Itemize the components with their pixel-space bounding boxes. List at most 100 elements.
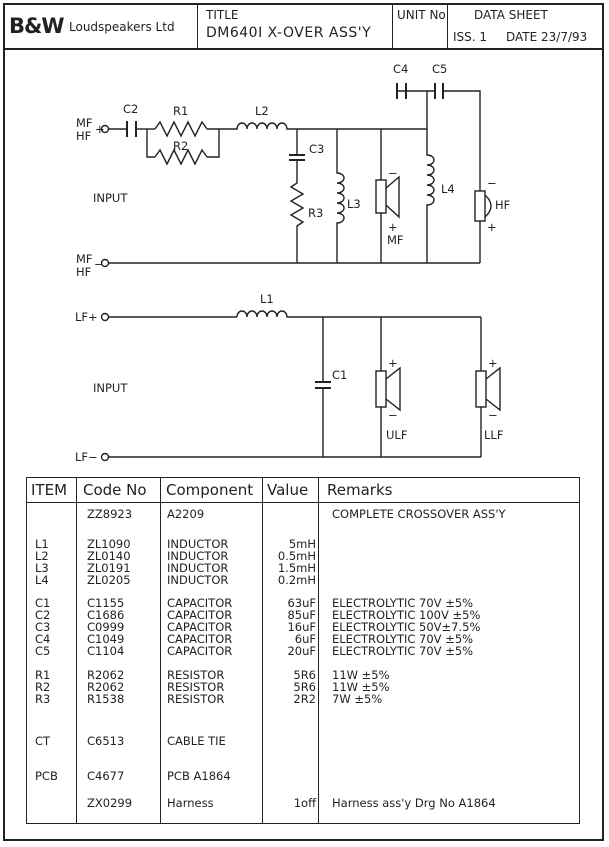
ulf-driver-cone bbox=[385, 366, 401, 412]
resistor-r3 bbox=[289, 160, 305, 263]
table-cell-value: 5mH bbox=[288, 537, 316, 551]
capacitor-c1 bbox=[315, 381, 331, 389]
table-cell-component: INDUCTOR bbox=[167, 537, 229, 551]
table-cell-code: ZZ8923 bbox=[87, 507, 133, 521]
inductor-l4 bbox=[426, 129, 435, 263]
unit-cell: UNIT No bbox=[393, 5, 448, 48]
table-cell-code: C1104 bbox=[87, 644, 125, 658]
resistor-r1 bbox=[154, 120, 208, 138]
table-cell-item: C1 bbox=[35, 596, 51, 610]
label-minus-input: − bbox=[94, 257, 104, 271]
title-block: B&W Loudspeakers Ltd TITLE DM640I X-OVER… bbox=[5, 5, 602, 50]
table-cell-code: C0999 bbox=[87, 620, 125, 634]
label-mf-minus: − bbox=[388, 166, 398, 180]
label-c5: C5 bbox=[432, 62, 447, 76]
capacitor-c4 bbox=[396, 83, 407, 99]
table-cell-item: C2 bbox=[35, 608, 51, 622]
capacitor-c3 bbox=[289, 154, 305, 161]
label-input-lf: INPUT bbox=[93, 381, 128, 395]
table-cell-component: RESISTOR bbox=[167, 680, 225, 694]
label-c4: C4 bbox=[393, 62, 408, 76]
label-c1: C1 bbox=[332, 368, 347, 382]
header-code: Code No bbox=[83, 481, 147, 499]
table-cell-code: ZL1090 bbox=[87, 537, 131, 551]
ulf-driver-magnet bbox=[375, 370, 387, 408]
header-component: Component bbox=[166, 481, 254, 499]
table-cell-code: R1538 bbox=[87, 692, 125, 706]
issue-number: ISS. 1 bbox=[453, 30, 488, 44]
mf-driver-cone bbox=[385, 175, 400, 219]
table-cell-item: R1 bbox=[35, 668, 51, 682]
label-ulf-driver: ULF bbox=[386, 428, 407, 442]
table-cell-remarks: 7W ±5% bbox=[332, 692, 383, 706]
table-cell-item: R2 bbox=[35, 680, 51, 694]
brand-name: Loudspeakers Ltd bbox=[69, 20, 175, 34]
table-cell-component: CAPACITOR bbox=[167, 608, 233, 622]
inductor-l2 bbox=[233, 122, 293, 130]
table-cell-value: 16uF bbox=[287, 620, 316, 634]
brand-logo: B&W bbox=[9, 14, 64, 38]
table-cell-item: L2 bbox=[35, 549, 49, 563]
table-cell-item: C4 bbox=[35, 632, 51, 646]
table-cell-code: C1155 bbox=[87, 596, 125, 610]
table-cell-code: C1049 bbox=[87, 632, 125, 646]
unit-label: UNIT No bbox=[397, 8, 446, 22]
label-hf-plus: + bbox=[487, 220, 497, 234]
table-cell-component: CAPACITOR bbox=[167, 596, 233, 610]
label-plus-input: + bbox=[95, 122, 105, 136]
table-cell-code: ZL0205 bbox=[87, 573, 131, 587]
label-hf-pos: HF bbox=[76, 129, 91, 143]
table-cell-component: Harness bbox=[167, 796, 214, 810]
label-lf-pos: LF+ bbox=[75, 310, 98, 324]
table-cell-component: CAPACITOR bbox=[167, 620, 233, 634]
table-cell-item: L3 bbox=[35, 561, 49, 575]
table-cell-remarks: 11W ±5% bbox=[332, 668, 390, 682]
header-value: Value bbox=[267, 481, 309, 499]
llf-driver-cone bbox=[485, 366, 501, 412]
table-cell-component: INDUCTOR bbox=[167, 561, 229, 575]
table-cell-code: ZX0299 bbox=[87, 796, 133, 810]
table-cell-remarks: ELECTROLYTIC 70V ±5% bbox=[332, 644, 474, 658]
table-cell-component: CABLE TIE bbox=[167, 734, 226, 748]
title-value: DM640I X-OVER ASS'Y bbox=[206, 25, 372, 41]
table-cell-value: 1.5mH bbox=[277, 561, 316, 575]
table-cell-code: C1686 bbox=[87, 608, 125, 622]
label-hf-minus: − bbox=[487, 176, 497, 190]
table-cell-value: 63uF bbox=[287, 596, 316, 610]
label-mf-driver: MF bbox=[387, 233, 404, 247]
hf-driver-dome bbox=[484, 194, 492, 218]
table-cell-code: R2062 bbox=[87, 680, 125, 694]
header-remarks: Remarks bbox=[327, 481, 393, 499]
table-cell-remarks: 11W ±5% bbox=[332, 680, 390, 694]
table-cell-item: C3 bbox=[35, 620, 51, 634]
label-ulf-plus: + bbox=[388, 356, 398, 370]
table-cell-value: 20uF bbox=[287, 644, 316, 658]
hf-driver-magnet bbox=[474, 190, 486, 222]
sheet-label: DATA SHEET bbox=[474, 8, 548, 22]
wire bbox=[397, 90, 481, 175]
label-l1: L1 bbox=[260, 292, 274, 306]
label-lf-neg: LF− bbox=[75, 450, 98, 464]
terminal-hf-negative bbox=[100, 258, 110, 268]
label-ulf-minus: − bbox=[388, 408, 398, 422]
label-r1: R1 bbox=[173, 104, 188, 118]
table-cell-value: 1off bbox=[293, 796, 316, 810]
table-cell-item: L1 bbox=[35, 537, 49, 551]
label-l2: L2 bbox=[255, 104, 269, 118]
label-hf-driver: HF bbox=[495, 198, 510, 212]
label-l3: L3 bbox=[347, 197, 361, 211]
terminal-hf-positive bbox=[100, 124, 110, 134]
table-cell-value: 5R6 bbox=[293, 668, 316, 682]
table-cell-component: INDUCTOR bbox=[167, 549, 229, 563]
label-llf-plus: + bbox=[488, 356, 498, 370]
label-hf-neg: HF bbox=[76, 265, 91, 279]
data-sheet: B&W Loudspeakers Ltd TITLE DM640I X-OVER… bbox=[3, 3, 604, 841]
wire bbox=[146, 129, 155, 158]
table-cell-remarks: ELECTROLYTIC 70V ±5% bbox=[332, 632, 474, 646]
label-mf-pos: MF bbox=[76, 116, 93, 130]
llf-driver-magnet bbox=[475, 370, 487, 408]
table-cell-value: 6uF bbox=[294, 632, 316, 646]
mf-driver-magnet bbox=[375, 179, 387, 214]
table-cell-remarks: ELECTROLYTIC 100V ±5% bbox=[332, 608, 481, 622]
table-cell-remarks: ELECTROLYTIC 70V ±5% bbox=[332, 596, 474, 610]
